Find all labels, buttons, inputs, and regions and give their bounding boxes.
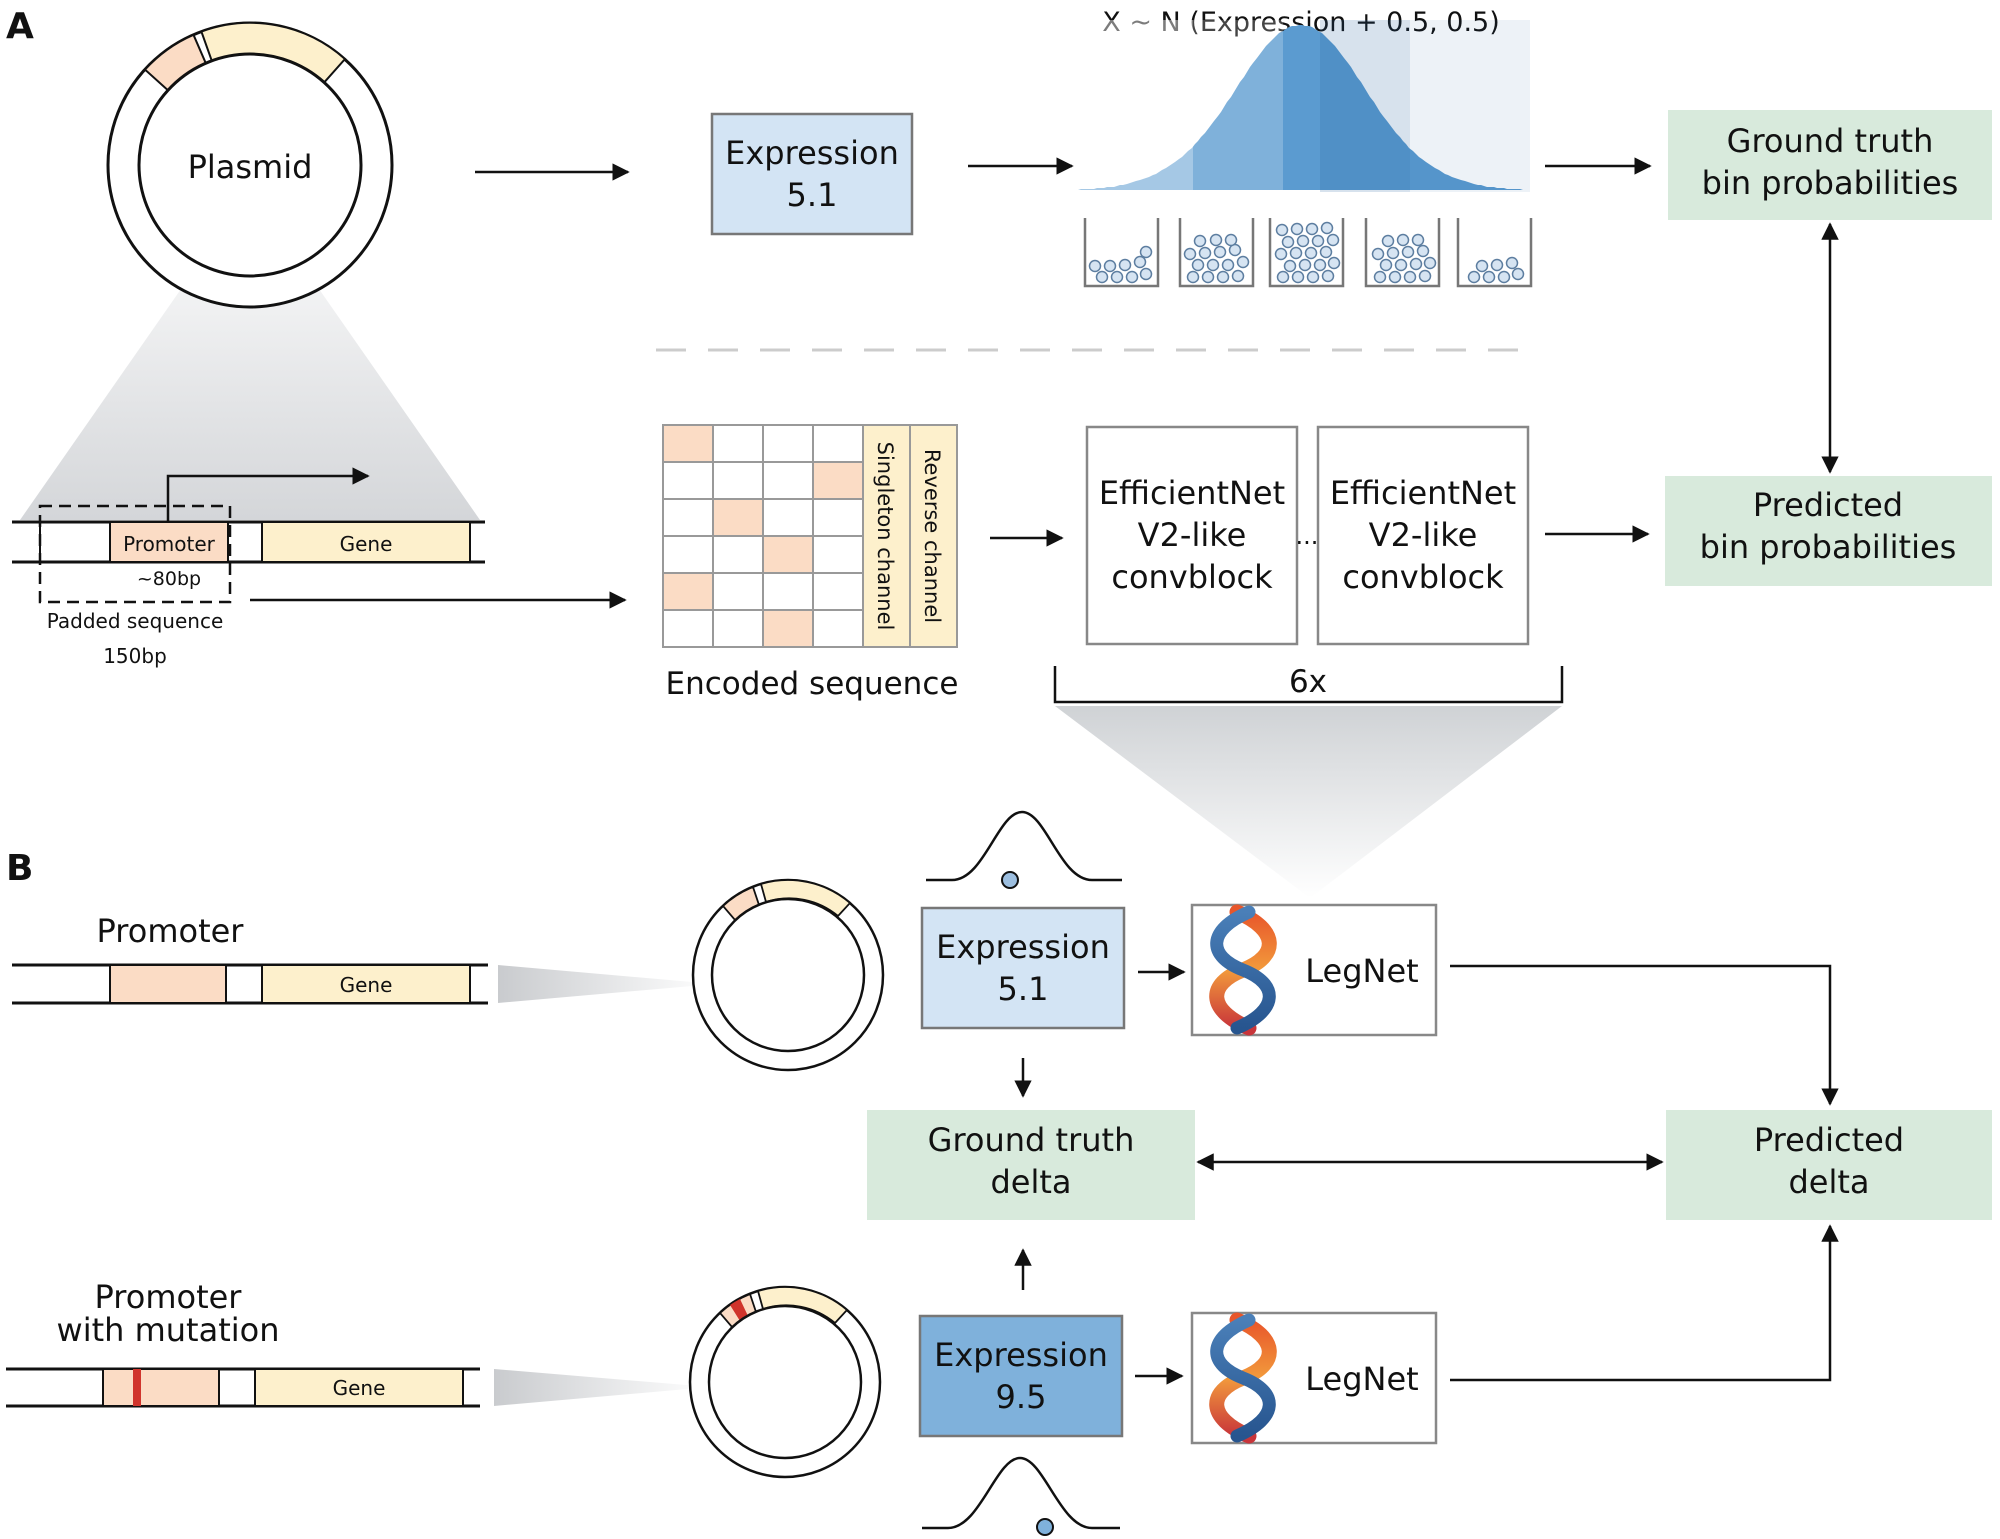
expression-title-wt: Expression: [936, 928, 1110, 966]
ground-truth-bins-line1: Ground truth: [1727, 122, 1934, 160]
panel-b-label: B: [6, 848, 33, 889]
normal-distribution-curve: [1075, 20, 1530, 192]
ground-truth-bins-line2: bin probabilities: [1702, 164, 1959, 202]
convblock-1-line3: convblock: [1111, 558, 1273, 596]
padded-sequence-size: 150bp: [103, 644, 167, 668]
plasmid-diagram: Plasmid: [106, 21, 394, 309]
convblock-1: [1085, 425, 1299, 646]
gene-label-a: Gene: [340, 532, 393, 556]
convblock-1-line2: V2-like: [1138, 516, 1247, 554]
mutation-title-line1: Promoter: [95, 1278, 243, 1316]
predicted-bins-line2: bin probabilities: [1700, 528, 1957, 566]
convblock-1-line1: EfficientNet: [1099, 474, 1285, 512]
sample-dot-wt: [1001, 871, 1019, 889]
ground-truth-delta-line1: Ground truth: [928, 1121, 1135, 1159]
expression-value-a: 5.1: [787, 176, 838, 214]
promoter-label-a: Promoter: [123, 532, 216, 556]
sample-dot-mutant: [1036, 1518, 1054, 1536]
padded-sequence-box: [38, 504, 232, 604]
expression-box-a: [710, 112, 914, 236]
expression-box-wt: [920, 906, 1126, 1030]
sorted-cells: [1088, 221, 1525, 284]
promoter-gene-sequence-wt: Gene: [12, 963, 488, 1005]
legnet-label-mutant: LegNet: [1305, 1360, 1418, 1398]
expression-value-mutant: 9.5: [996, 1378, 1047, 1416]
promoter-size-label: ~80bp: [137, 568, 201, 590]
expression-box-mutant: [918, 1314, 1124, 1438]
predicted-delta-line1: Predicted: [1754, 1121, 1904, 1159]
predicted-bins-box: [1665, 476, 1992, 586]
legnet-label-wt: LegNet: [1305, 952, 1418, 990]
ground-truth-bins-box: [1668, 110, 1992, 220]
singleton-channel-label: Singleton channel: [873, 442, 897, 631]
legnet-logo-icon: [1209, 904, 1277, 1036]
gene-label-mutant: Gene: [333, 1376, 386, 1400]
ground-truth-delta-line2: delta: [990, 1163, 1071, 1201]
encoded-sequence-label: Encoded sequence: [666, 666, 959, 702]
repeat-label: 6x: [1289, 664, 1327, 700]
panel-a-label: A: [6, 6, 34, 47]
expression-value-wt: 5.1: [998, 970, 1049, 1008]
convblock-2: [1316, 425, 1530, 646]
arrow-legnet-mutant-to-predicted: [1450, 1224, 1839, 1382]
convblock-ellipsis: ...: [1296, 522, 1319, 550]
predicted-delta-box: [1666, 1110, 1992, 1220]
convblock-2-line1: EfficientNet: [1330, 474, 1516, 512]
promoter-gene-sequence-mutant: Gene: [6, 1367, 480, 1408]
padded-sequence-label: Padded sequence: [47, 609, 224, 633]
convblock-2-line3: convblock: [1342, 558, 1504, 596]
convblock-funnel: [1055, 706, 1562, 898]
expression-title-mutant: Expression: [934, 1336, 1108, 1374]
sorting-bins: [1083, 218, 1533, 288]
gaussian-wt: [926, 810, 1122, 882]
mutation-title-line2: with mutation: [57, 1311, 280, 1349]
plasmid-wt: [691, 878, 885, 1072]
arrow-legnet-wt-to-predicted: [1450, 964, 1839, 1106]
reverse-channel-label: Reverse channel: [920, 449, 944, 623]
plasmid-mutant: [688, 1285, 882, 1479]
predicted-bins-line1: Predicted: [1753, 486, 1903, 524]
encoded-sequence-matrix: Singleton channel Reverse channel: [662, 424, 958, 648]
transcription-start-arrow: [166, 467, 370, 522]
plasmid-label: Plasmid: [188, 148, 313, 186]
gaussian-mutant: [922, 1456, 1120, 1530]
zoom-wedge-mutant: [494, 1369, 710, 1406]
plasmid-zoom-cone: [20, 190, 480, 520]
zoom-wedge-wt: [498, 965, 715, 1003]
predicted-delta-line2: delta: [1788, 1163, 1869, 1201]
ground-truth-delta-box: [867, 1110, 1195, 1220]
promoter-title-b: Promoter: [97, 912, 245, 950]
gene-label-wt: Gene: [340, 973, 393, 997]
expression-title-a: Expression: [725, 134, 899, 172]
repeat-bracket: [1053, 666, 1564, 704]
legnet-logo-icon: [1209, 1312, 1277, 1444]
convblock-2-line2: V2-like: [1369, 516, 1478, 554]
promoter-gene-sequence-a: Promoter Gene ~80bp Padded sequence 150b…: [12, 467, 485, 668]
